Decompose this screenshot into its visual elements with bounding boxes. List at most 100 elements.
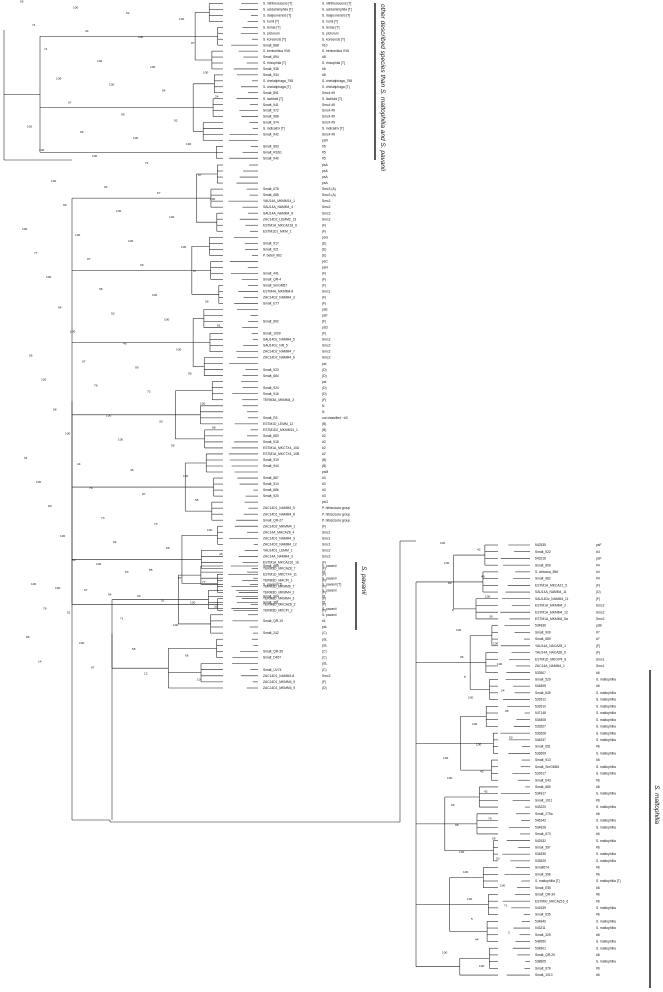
right-leaf-name: Smalt_651 [535,745,551,749]
left-mid-leaf-name: YAU14A_MKMM14_1 [263,199,295,203]
right-leaf-group: S. maltophilia [596,704,616,708]
right-leaf-name: YAU14A_NACAZ8_1 [535,644,566,648]
right-leaf-name: ESTM1A_MKMM4_12 [535,610,568,614]
left-low-leaf-name: Smalt_885 [263,564,279,568]
left-mid-leaf-name: ESTM1D_MKCTX4_11 [263,572,297,576]
left-mid-leaf-group: (D) [322,392,327,396]
bootstrap-value: 100 [138,35,143,39]
right-leaf-group: #4 [596,570,600,574]
bootstrap-value: 86 [26,635,30,639]
bootstrap-value: 100 [444,561,449,565]
left-top-leaf-name: S. humi [T] [263,19,279,23]
bootstrap-value: 100 [116,209,121,213]
right-leaf-name: ESTM1A_MKCAZ1_5 [535,583,567,587]
right-leaf-name: SAU14Dc_NAMM4_11 [535,597,569,601]
bootstrap-value: 44 [77,462,81,466]
left-top-leaf-group: S. acidaminiphila [T] [322,8,352,12]
left-mid-leaf-group: #3 [322,476,326,480]
left-mid-leaf-group: psA [322,169,328,173]
left-mid-leaf-group: #3 [322,494,326,498]
bootstrap-values: 9510062100714410097711001001001001005424… [20,0,513,968]
left-top-leaf-name: Smalt_940 [263,156,279,160]
bootstrap-value: 73 [147,390,151,394]
right-leaf-name: Smalt_1010 [535,973,553,977]
bootstrap-value: 100 [181,245,186,249]
bootstrap-value: 100 [472,722,477,726]
right-leaf-name: 534801 [535,946,546,950]
right-leaf-group: S. maltophilia [596,725,616,729]
left-top-leaf-group: Smc4 #9 [322,115,335,119]
left-low-leaf-group: #1 [322,619,326,623]
left-mid-leaf-name: Smalt_SmGM57 [263,284,287,288]
left-top-leaf-group: S. terrae [T] [322,25,339,29]
left-low-leaf-name: S. pavanii [T] [263,582,282,586]
bootstrap-value: 53 [496,857,500,861]
right-leaf-name: 548950 [535,940,546,944]
bootstrap-value: 100 [128,239,133,243]
bootstrap-value: 60 [48,504,52,508]
left-mid-leaf-name: Smalt_917 [263,241,279,245]
right-leaf-group: S. maltophilia [596,825,616,829]
left-mid-leaf-group: #2 [322,446,326,450]
bootstrap-value: 69 [72,558,76,562]
bootstrap-value: 67 [68,100,72,104]
left-top-leaf-group: #5 [322,150,326,154]
bootstrap-value: 89 [448,581,452,585]
right-leaf-name: YAU14A_NACAZ8_6 [535,651,566,655]
right-leaf-name: 543220 [535,805,546,809]
bootstrap-value: 87 [178,576,182,580]
bootstrap-value: 49 [123,341,127,345]
left-mid-leaf-group: psA [322,181,328,185]
right-leaf-name: 534809 [535,684,546,688]
bootstrap-value: 38 [99,287,103,291]
bootstrap-value: 91 [24,456,28,460]
left-low-leaf-group: psL [322,637,327,641]
left-mid-leaf-name: TERM3D_MACPI_1 [263,578,293,582]
bootstrap-value: 100 [46,275,51,279]
bootstrap-value: 100 [485,595,490,599]
left-mid-leaf-name: Smalt_920 [263,494,279,498]
bootstrap-value: 98 [53,408,57,412]
bootstrap-value: 100 [22,227,27,231]
bootstrap-value: 42 [477,548,481,552]
left-mid-leaf-name: Smalt_919 [263,458,279,462]
bootstrap-value: 100 [51,179,56,183]
left-mid-leaf-name: SAU14Dc_NR_5 [263,344,288,348]
right-leaf-name: Smalt_676 [535,966,551,970]
left-top-leaf-group: Smc4 #9 [322,103,335,107]
right-leaf-group: S. maltophilia [596,731,616,735]
left-top-leaf-group: Smc4 #9 [322,109,335,113]
left-mid-leaf-group: psG [322,235,328,239]
right-leaf-name: Smalt_643 [535,778,551,782]
bootstrap-value: 100 [447,776,452,780]
right-leaf-name: ZAC14A_NAMM4_1 [535,664,565,668]
right-leaf-group: S. maltophilia [596,711,616,715]
bootstrap-value: 100 [440,541,445,545]
left-top-leaf-name: Smalt_891 [263,91,279,95]
bootstrap-value: 53 [125,570,129,574]
left-mid-leaf-group: Smc1 [322,536,331,540]
left-low-leaf-name: ZAC14D1_NAMM4-8 [263,674,294,678]
right-leaf-group: #6 [596,745,600,749]
left-mid-leaf-group: Smc1 [322,542,331,546]
right-leaf-group: S. maltophilia [596,819,616,823]
left-top-leaf-name: Smalt_972 [263,109,279,113]
left-low-leaf-group: #1 [322,570,326,574]
right-leaf-name: 533525 [535,859,546,863]
bootstrap-value: 76 [89,486,93,490]
bootstrap-value: 50 [509,736,513,740]
right-leaf-group: (F) [596,651,600,655]
left-mid-leaf-group: Smc2 [322,548,331,552]
bootstrap-value: 78 [488,816,492,820]
left-top-leaf-name: S. daejeonensis [T] [263,14,291,18]
bootstrap-value: 30 [159,420,163,424]
right-leaf-name: Smalt_645 [535,691,551,695]
left-mid-leaf-group: Smc2 [322,350,331,354]
bootstrap-value: 98 [505,709,509,713]
left-mid-leaf-group: Smc3 (A) [322,193,336,197]
left-mid-leaf-group: (F) [322,597,326,601]
bootstrap-value: 93 [137,594,141,598]
left-mid-leaf-group: (F) [322,302,326,306]
bootstrap-value: 44 [475,937,479,941]
